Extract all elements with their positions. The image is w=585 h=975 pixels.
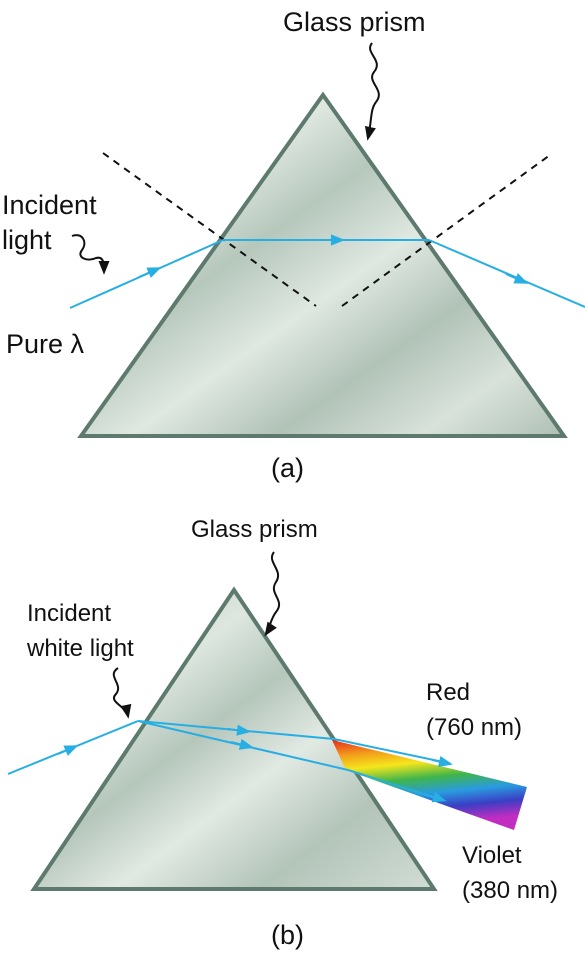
incident-ray-b-arrow: [57, 745, 79, 756]
prism-label-b: Glass prism: [191, 516, 318, 543]
prism-label-a: Glass prism: [283, 7, 426, 37]
incident-label-a-line2: light: [2, 225, 52, 255]
pointer-incident-b: [112, 667, 132, 719]
caption-a: (a): [271, 453, 304, 483]
red-label-line1: Red: [426, 679, 470, 706]
incident-label-b-line2: white light: [26, 635, 134, 662]
pointer-incident-a: [71, 234, 110, 275]
red-exit-ray: [333, 738, 449, 764]
red-exit-ray-arrow: [431, 756, 453, 768]
pointer-prism-b: [264, 551, 281, 637]
incident-label-b-line1: Incident: [27, 600, 111, 627]
prism-a: [77, 91, 568, 438]
red-internal-ray-arrow: [227, 724, 251, 736]
normal-left-a: [102, 152, 317, 307]
incident-ray-a-arrow: [138, 267, 162, 278]
pointer-prism-a: [364, 42, 380, 141]
panel-a: Glass prism Incident light Pure λ (a): [2, 7, 585, 483]
violet-internal-ray-arrow: [230, 738, 254, 750]
violet-label-line1: Violet: [462, 842, 522, 869]
violet-label-line2: (380 nm): [462, 877, 558, 904]
normal-right-a: [341, 154, 551, 307]
caption-b: (b): [271, 920, 304, 950]
incident-label-a-line1: Incident: [2, 190, 97, 220]
red-label-line2: (760 nm): [426, 714, 522, 741]
spectrum-beam: [332, 740, 527, 830]
pure-lambda-label: Pure λ: [6, 329, 85, 359]
panel-b: Glass prism Incident white light Red (76…: [7, 516, 558, 950]
violet-exit-ray-arrow: [423, 791, 447, 803]
exit-ray-a-arrow: [505, 273, 529, 284]
